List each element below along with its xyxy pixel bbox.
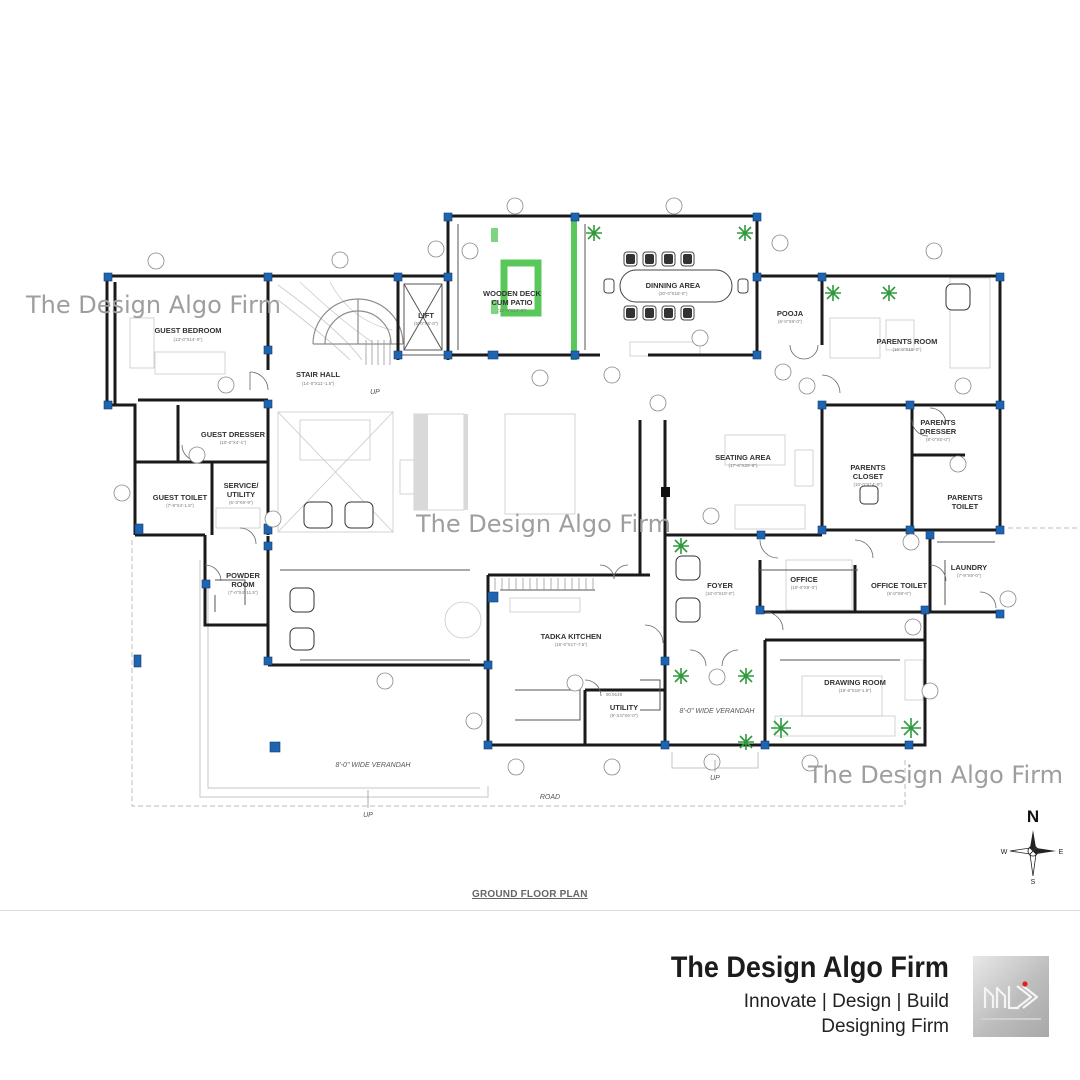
compass-north-label: N: [1027, 807, 1039, 826]
dim-guest-bedroom: (13'-0"X14'-0"): [174, 337, 203, 342]
room-dining: DINNING AREA: [646, 281, 701, 290]
room-parents-toilet: PARENTS: [947, 493, 982, 502]
dim-utility: (9'-3.5"X6'-0"): [610, 713, 638, 718]
room-service-utility-l2: UTILITY: [227, 490, 255, 499]
dim-seating: (17'-6"X20'-6"): [729, 463, 758, 468]
dim-wooden-deck: (12'-0"X12'-0"): [498, 308, 527, 313]
note-up-road: UP: [363, 812, 373, 819]
room-seating: SEATING AREA: [715, 453, 771, 462]
room-utility: UTILITY: [610, 703, 638, 712]
floor-plan-drawing: GUEST BEDROOM (13'-0"X14'-0") STAIR HALL…: [103, 197, 1078, 819]
note-up-entry: UP: [710, 775, 720, 782]
dim-tadka-kitchen: (16'-0"X17'-7.5"): [555, 642, 588, 647]
compass-icon: N W E S: [1001, 807, 1064, 886]
watermark-left: The Design Algo Firm: [26, 291, 281, 319]
compass-east-label: E: [1059, 849, 1064, 856]
room-parents-dresser: PARENTS: [920, 418, 955, 427]
plan-title: GROUND FLOOR PLAN: [472, 889, 588, 900]
dim-dining: (20'-0"X16'-0"): [659, 291, 688, 296]
dim-office: (10'-0"X9'-0"): [791, 585, 818, 590]
room-guest-bedroom: GUEST BEDROOM: [154, 326, 221, 335]
room-laundry: LAUNDRY: [951, 563, 987, 572]
dim-office-toilet: (5'-0"X9'-0"): [887, 591, 911, 596]
brand-logo: [973, 956, 1049, 1037]
dim-powder: (7'-0"X4'-11.5"): [228, 590, 258, 595]
room-powder-l2: ROOM: [231, 580, 254, 589]
dim-stair-hall: (14'-0"X11'-1.5"): [302, 381, 335, 386]
room-parents-closet-l2: CLOSET: [853, 472, 884, 481]
dim-service-utility: (6'-3"X9'-9"): [229, 500, 253, 505]
room-pooja: POOJA: [777, 309, 804, 318]
room-parents-dresser-l2: DRESSER: [920, 427, 957, 436]
room-foyer: FOYER: [707, 581, 733, 590]
room-guest-dresser: GUEST DRESSER: [201, 430, 266, 439]
dim-foyer: (10'-0"X10'-0"): [706, 591, 735, 596]
room-stair-hall: STAIR HALL: [296, 370, 340, 379]
room-parents-toilet-l2: TOILET: [952, 502, 979, 511]
watermark-center: The Design Algo Firm: [416, 510, 671, 538]
room-guest-toilet: GUEST TOILET: [153, 493, 208, 502]
room-wooden-deck-l2: CUM PATIO: [492, 298, 533, 307]
note-road: ROAD: [540, 794, 560, 801]
room-powder: POWDER: [226, 571, 260, 580]
dim-parents-closet: (10'-0"X14'-0"): [854, 482, 883, 487]
footer-divider: [0, 910, 1080, 911]
brand-name: The Design Algo Firm: [670, 951, 949, 984]
room-service-utility: SERVICE/: [224, 481, 260, 490]
dim-parents-room: (16'-0"X15'-0"): [893, 347, 922, 352]
note-up-stair: UP: [370, 389, 380, 396]
room-parents-closet: PARENTS: [850, 463, 885, 472]
brand-tagline: Innovate | Design | Build: [743, 991, 949, 1012]
dim-guest-toilet: (7'-9"X4'-1.5"): [166, 503, 194, 508]
room-parents-room: PARENTS ROOM: [877, 337, 938, 346]
dim-laundry: (7'-9"X9'-0"): [957, 573, 981, 578]
dim-guest-dresser: (10'-0"X4'-1"): [220, 440, 247, 445]
note-verandah-entry: 8'-0" WIDE VERANDAH: [679, 708, 755, 715]
room-drawing: DRAWING ROOM: [824, 678, 886, 687]
compass-south-label: S: [1031, 879, 1036, 886]
room-office-toilet: OFFICE TOILET: [871, 581, 928, 590]
compass-west-label: W: [1001, 849, 1008, 856]
note-verandah-main: 8'-0" WIDE VERANDAH: [335, 762, 411, 769]
room-lift: LIFT: [418, 311, 434, 320]
dim-parents-dresser: (8'-0"X5'-0"): [926, 437, 950, 442]
dim-lift: (5'-0"X5'-0"): [414, 321, 438, 326]
dim-pooja: (6'-0"X8'-0"): [778, 319, 802, 324]
room-wooden-deck: WOODEN DECK: [483, 289, 542, 298]
note-ref: 00.9149: [606, 692, 623, 697]
room-tadka-kitchen: TADKA KITCHEN: [541, 632, 602, 641]
watermark-right: The Design Algo Firm: [808, 761, 1063, 789]
logo-mark-icon: [981, 981, 1041, 1020]
room-office: OFFICE: [790, 575, 818, 584]
brand-subtitle: Designing Firm: [821, 1016, 949, 1037]
dim-drawing: (19'-6"X19'-1.5"): [839, 688, 872, 693]
